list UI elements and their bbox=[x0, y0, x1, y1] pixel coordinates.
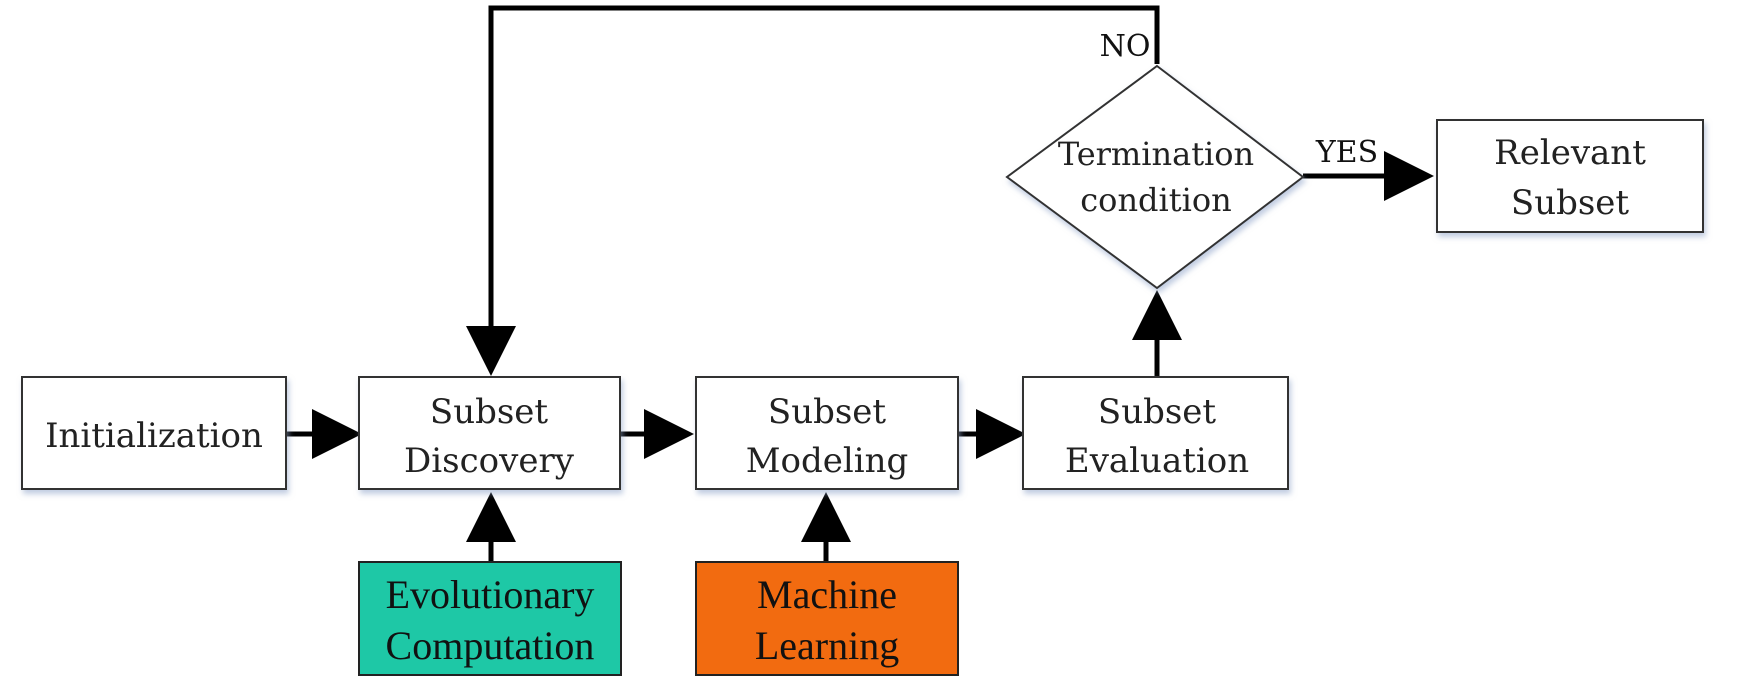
node-initialization: Initialization bbox=[21, 376, 287, 490]
machine-learning-line1: Machine bbox=[757, 572, 897, 617]
subset-modeling-line2: Modeling bbox=[746, 441, 909, 481]
initialization-label: Initialization bbox=[45, 416, 263, 456]
node-subset-evaluation: Subset Evaluation bbox=[1022, 376, 1289, 490]
node-relevant-subset: Relevant Subset bbox=[1436, 119, 1704, 233]
evolutionary-line2: Computation bbox=[386, 623, 595, 668]
subset-discovery-line1: Subset bbox=[430, 392, 549, 432]
termination-line2: condition bbox=[1080, 181, 1231, 219]
evolutionary-line1: Evolutionary bbox=[386, 572, 595, 617]
relevant-subset-line1: Relevant bbox=[1494, 133, 1646, 173]
subset-modeling-line1: Subset bbox=[768, 392, 887, 432]
yes-label: YES bbox=[1315, 135, 1378, 170]
subset-evaluation-line2: Evaluation bbox=[1065, 441, 1249, 481]
node-evolutionary-computation: Evolutionary Computation bbox=[358, 561, 622, 676]
no-label: NO bbox=[1100, 29, 1151, 64]
termination-line1: Termination bbox=[1058, 135, 1254, 173]
node-subset-discovery: Subset Discovery bbox=[358, 376, 621, 490]
relevant-subset-line2: Subset bbox=[1511, 183, 1630, 223]
node-termination-condition: Termination condition bbox=[1005, 64, 1305, 290]
machine-learning-line2: Learning bbox=[755, 623, 899, 668]
connectors bbox=[286, 5, 1434, 562]
node-machine-learning: Machine Learning bbox=[695, 561, 959, 676]
evolutionary-box bbox=[358, 561, 622, 676]
subset-discovery-line2: Discovery bbox=[404, 441, 575, 481]
machine-learning-box bbox=[695, 561, 959, 676]
subset-evaluation-line1: Subset bbox=[1098, 392, 1217, 432]
arrow-no-loop bbox=[466, 5, 1160, 376]
node-subset-modeling: Subset Modeling bbox=[695, 376, 959, 490]
